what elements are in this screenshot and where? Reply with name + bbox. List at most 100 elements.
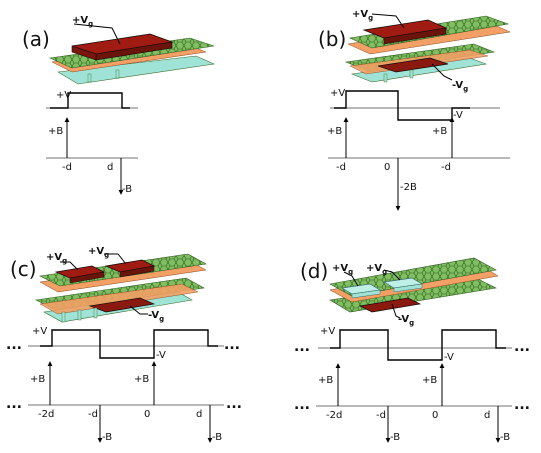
panel-label-b: (b) <box>318 27 346 51</box>
field-label-plus: +B <box>48 126 63 137</box>
panel-d: (d) +Vg +Vg -Vg ... ... +V -V ... <box>294 257 530 443</box>
tick-label-neg-d: -d <box>336 162 346 173</box>
bottom-gate-electrode <box>377 57 449 73</box>
panel-label-a: (a) <box>22 27 50 51</box>
support-post <box>383 73 388 83</box>
voltage-label-minus: -V <box>444 352 454 363</box>
support-post <box>409 69 414 79</box>
gate-label-minus: -Vg <box>452 80 468 93</box>
device-a: +Vg <box>48 15 216 85</box>
voltage-label-minus: -V <box>156 350 166 361</box>
bottom-gate-leader-line <box>391 303 401 319</box>
field-label-minus-right: -B <box>500 432 510 443</box>
gate-label-plus: +Vg <box>72 15 93 28</box>
tick-label-neg-d: -d <box>376 410 386 421</box>
ellipsis-left: ... <box>6 337 22 353</box>
field-label-plus-left: +B <box>318 375 333 386</box>
tick-label-d: -d <box>441 162 451 173</box>
support-post <box>115 69 120 79</box>
field-label-plus-right: +B <box>422 375 437 386</box>
panel-a: (a) +Vg +V +B -B -d <box>22 15 216 195</box>
ellipsis-right: ... <box>514 339 530 355</box>
gate-electrode-front <box>71 45 97 61</box>
field-label-plus-right: +B <box>432 126 447 137</box>
voltage-label-plus: +V <box>32 326 47 337</box>
top-gate-electrode-side <box>383 27 447 45</box>
device-d: +Vg +Vg -Vg <box>329 257 499 327</box>
bottom-gate-electrode <box>88 297 156 313</box>
ellipsis-left: ... <box>6 396 22 412</box>
tick-label-neg-d: -d <box>88 409 98 420</box>
gate-2-leader-line <box>104 253 127 265</box>
gate-label-minus: -Vg <box>398 314 414 327</box>
top-gate-electrode-1-side <box>351 289 381 299</box>
field-label-plus-left: +B <box>327 126 342 137</box>
gate-1-leader-line <box>343 271 359 287</box>
tick-label-zero: 0 <box>432 410 438 421</box>
top-gate-electrode-2-side <box>119 265 155 278</box>
tick-label-d: d <box>107 162 113 173</box>
field-plot-d: ... ... +B +B -B -B -2d -d 0 d <box>294 363 530 443</box>
tick-label-d: d <box>196 409 202 420</box>
bottom-gate-leader-line <box>431 63 453 81</box>
support-post <box>61 311 66 323</box>
voltage-label-plus: +V <box>56 90 71 101</box>
ellipsis-left: ... <box>294 397 310 413</box>
ellipsis-right: ... <box>514 397 530 413</box>
gate-label-minus: -Vg <box>148 310 164 323</box>
field-label-minus-left: -B <box>102 432 112 443</box>
voltage-waveform <box>330 329 506 361</box>
bottom-dielectric-layer <box>39 283 199 315</box>
top-gate-leader-line <box>371 13 405 29</box>
panel-label-d: (d) <box>300 259 328 283</box>
voltage-plot-b: +V -V <box>330 88 500 121</box>
ellipsis-left: ... <box>294 339 310 355</box>
tick-label-zero: 0 <box>144 409 150 420</box>
tick-label-zero: 0 <box>384 162 390 173</box>
bottom-gate-electrode <box>358 297 422 313</box>
device-b: +Vg -Vg <box>344 9 511 93</box>
tick-label-neg-2d: -2d <box>326 410 342 421</box>
tick-label-neg-2d: -2d <box>38 409 54 420</box>
panel-c: (c) +Vg +Vg -Vg ... ... <box>6 246 242 443</box>
voltage-waveform <box>334 90 470 121</box>
field-label-plus-right: +B <box>134 374 149 385</box>
field-label-minus: -B <box>122 184 132 195</box>
ellipsis-right: ... <box>224 337 240 353</box>
top-gate-electrode-1-side <box>69 271 105 284</box>
field-label-minus-left: -B <box>390 432 400 443</box>
panel-label-c: (c) <box>10 257 37 281</box>
voltage-label-plus: +V <box>330 88 345 99</box>
voltage-plot-d: ... ... +V -V <box>294 326 530 363</box>
field-plot-b: +B +B -2B -d 0 -d <box>327 117 510 211</box>
support-post <box>77 309 82 321</box>
voltage-label-minus: -V <box>453 110 463 121</box>
device-c: +Vg +Vg -Vg <box>35 246 207 323</box>
support-post <box>93 307 98 319</box>
voltage-waveform <box>40 329 218 359</box>
substrate-layer <box>57 55 216 85</box>
voltage-plot-c: ... ... +V -V <box>6 326 240 361</box>
gate-leader-line <box>73 23 121 45</box>
gate-label-plus-2: +Vg <box>88 246 109 259</box>
gate-label-plus-1: +Vg <box>332 263 353 276</box>
panel-b: (b) +Vg -Vg +V -V +B <box>318 9 511 211</box>
field-plot-c: ... ... +B +B -B -B -2d -d 0 d <box>6 361 242 443</box>
support-post <box>87 73 92 83</box>
voltage-waveform <box>50 92 130 109</box>
tick-label-d: d <box>484 410 490 421</box>
bottom-gate-leader-line <box>129 305 148 315</box>
voltage-plot-a: +V <box>46 90 138 109</box>
tick-label-neg-d: -d <box>62 162 72 173</box>
field-label-plus-left: +B <box>30 374 45 385</box>
field-plot-a: +B -B -d d <box>46 117 138 195</box>
gate-label-plus: +Vg <box>352 9 373 22</box>
gate-label-plus-1: +Vg <box>46 252 67 265</box>
voltage-label-plus: +V <box>320 326 335 337</box>
field-label-minus: -2B <box>400 182 417 193</box>
ellipsis-right: ... <box>226 396 242 412</box>
gate-2-leader-line <box>383 269 401 281</box>
gate-1-leader-line <box>60 261 79 271</box>
gate-label-plus-2: +Vg <box>366 263 387 276</box>
